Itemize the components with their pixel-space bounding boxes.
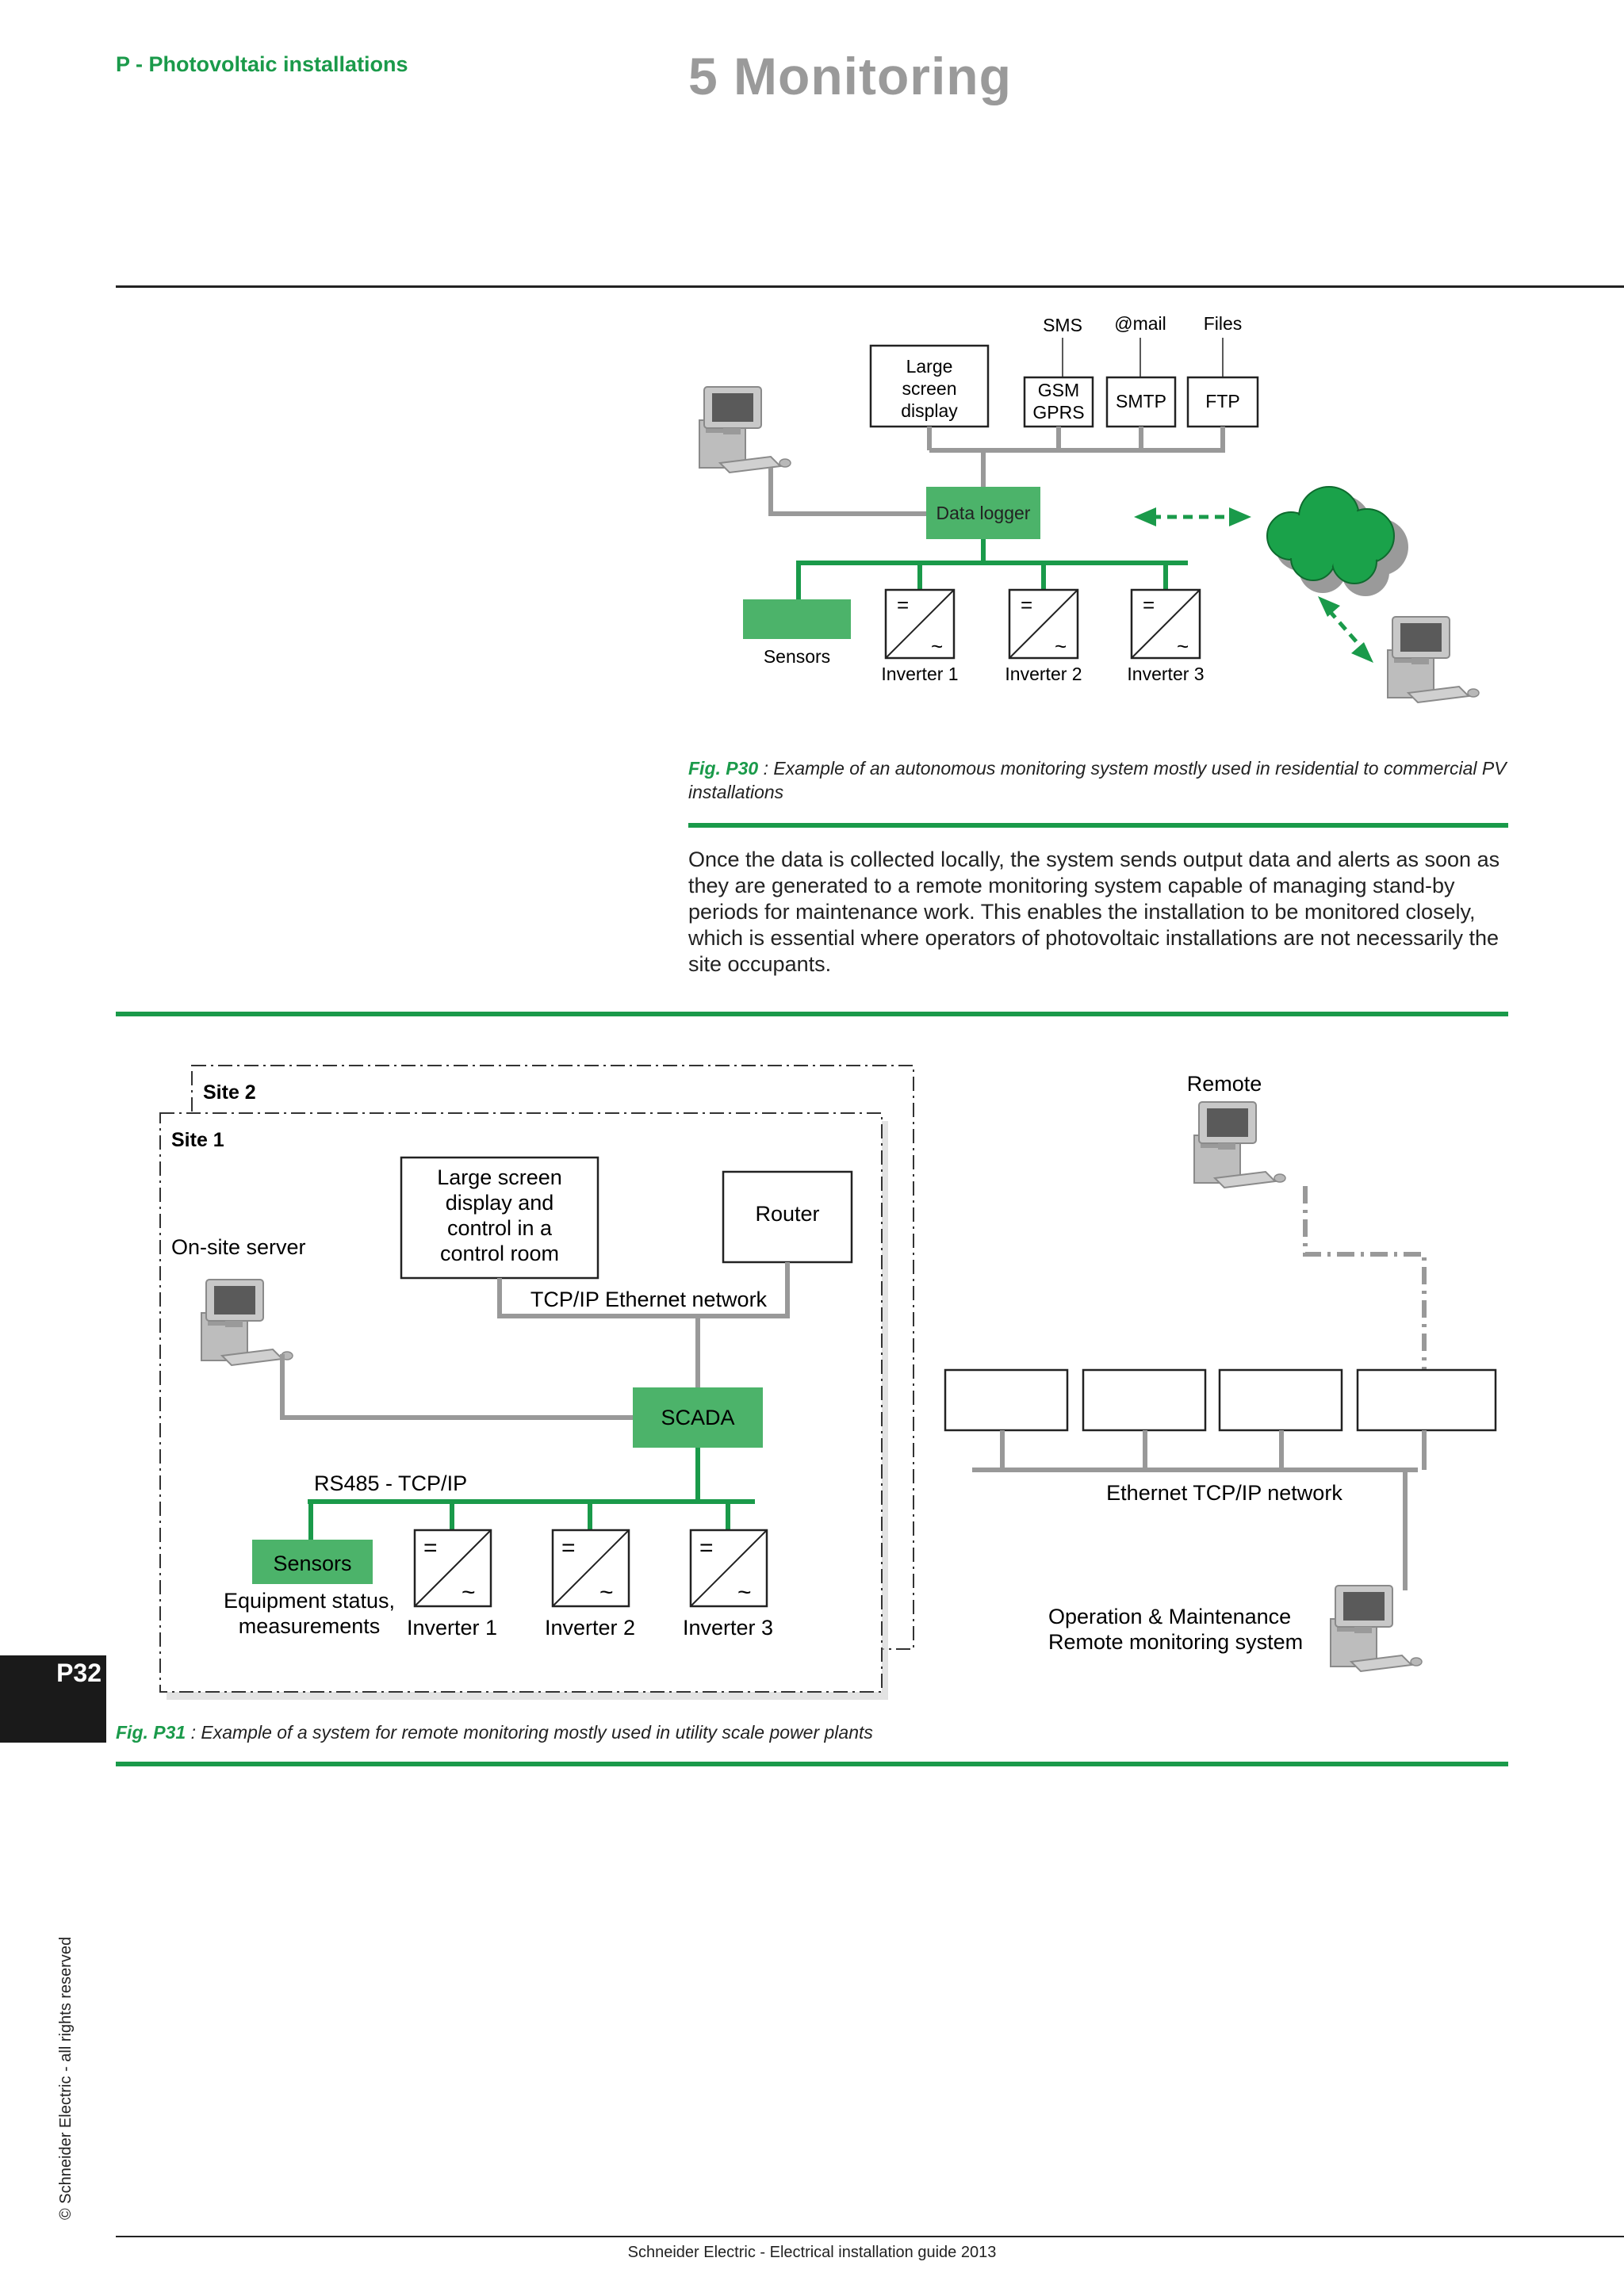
om-label-line2: Remote monitoring system xyxy=(1048,1630,1303,1654)
smtp-box xyxy=(1105,376,1177,428)
dashed-double-arrow-icon xyxy=(1134,507,1251,526)
inverter-icon: = ~ xyxy=(689,1529,768,1608)
equipment-status-label: Equipment status, xyxy=(224,1589,395,1613)
fig-p30-rule xyxy=(688,823,1508,828)
svg-text:GPRS: GPRS xyxy=(1032,402,1084,423)
inverter-1-label: Inverter 1 xyxy=(881,664,958,684)
svg-text:display: display xyxy=(901,400,958,421)
network-box-1 xyxy=(944,1368,1069,1432)
site2-frame xyxy=(191,1065,914,1650)
svg-text:Data logger: Data logger xyxy=(936,503,1031,523)
svg-text:SCADA: SCADA xyxy=(661,1406,734,1429)
om-label-line1: Operation & Maintenance xyxy=(1048,1605,1291,1628)
svg-text:=: = xyxy=(1021,593,1032,617)
svg-text:Sensors: Sensors xyxy=(273,1552,351,1575)
ftp-box xyxy=(1186,376,1259,428)
tcpip-label: TCP/IP Ethernet network xyxy=(530,1288,768,1311)
svg-text:control in a: control in a xyxy=(447,1216,553,1240)
inverter-3-label: Inverter 3 xyxy=(1127,664,1204,684)
ethernet-label: Ethernet TCP/IP network xyxy=(1106,1481,1342,1505)
svg-text:SMTP: SMTP xyxy=(1116,391,1166,411)
sensors-box xyxy=(743,599,851,639)
svg-text:~: ~ xyxy=(737,1579,752,1605)
fig-p30-caption: Fig. P30 : Example of an autonomous moni… xyxy=(688,756,1529,804)
svg-text:=: = xyxy=(897,593,909,617)
network-box-4 xyxy=(1356,1368,1497,1432)
page-number-tab: P32 xyxy=(0,1655,106,1743)
inverter-icon: = ~ xyxy=(1008,588,1079,660)
inverter-icon: = ~ xyxy=(1130,588,1201,660)
network-box-3 xyxy=(1218,1368,1343,1432)
inverter-1-label: Inverter 1 xyxy=(407,1616,497,1640)
sms-label: SMS xyxy=(1043,315,1082,335)
section-rule xyxy=(116,1012,1508,1016)
page-number: P32 xyxy=(56,1659,102,1687)
fig-p31-id: Fig. P31 xyxy=(116,1722,186,1743)
inverter-icon: = ~ xyxy=(413,1529,492,1608)
fig-p30-id: Fig. P30 xyxy=(688,758,759,779)
cloud-icon xyxy=(1266,486,1408,596)
fig-p31-text: : Example of a system for remote monitor… xyxy=(186,1722,873,1743)
footer-text: Schneider Electric - Electrical installa… xyxy=(627,2244,997,2261)
computer-icon xyxy=(1193,1101,1286,1188)
files-label: Files xyxy=(1204,313,1243,334)
page-title: 5 Monitoring xyxy=(688,47,1012,105)
mail-label: @mail xyxy=(1114,313,1166,334)
svg-text:=: = xyxy=(423,1535,438,1561)
svg-text:control room: control room xyxy=(440,1242,559,1265)
scada-box xyxy=(633,1387,763,1448)
svg-text:screen: screen xyxy=(902,378,956,399)
network-box-2 xyxy=(1082,1368,1207,1432)
svg-text:~: ~ xyxy=(1055,634,1067,658)
svg-text:~: ~ xyxy=(599,1579,614,1605)
site1-label: Site 1 xyxy=(171,1129,224,1151)
computer-icon xyxy=(1330,1585,1423,1672)
section-label: P - Photovoltaic installations xyxy=(116,52,408,76)
svg-text:=: = xyxy=(1143,593,1155,617)
svg-text:~: ~ xyxy=(931,634,943,658)
computer-icon xyxy=(699,386,791,473)
fig-p31-caption: Fig. P31 : Example of a system for remot… xyxy=(116,1720,1464,1744)
sensors-box xyxy=(252,1540,373,1584)
svg-text:FTP: FTP xyxy=(1205,391,1239,411)
fig-p30: SMS @mail Files Large screen display GSM… xyxy=(699,313,1480,703)
dashed-double-arrow-icon xyxy=(1318,596,1373,663)
router-box xyxy=(722,1170,853,1264)
inverter-2-label: Inverter 2 xyxy=(545,1616,635,1640)
inverter-icon: = ~ xyxy=(884,588,956,660)
svg-text:Large screen: Large screen xyxy=(437,1165,562,1189)
svg-text:display and: display and xyxy=(446,1191,554,1215)
large-screen-box xyxy=(400,1156,599,1280)
inverter-3-label: Inverter 3 xyxy=(683,1616,773,1640)
site2-label: Site 2 xyxy=(203,1081,256,1104)
svg-text:~: ~ xyxy=(1177,634,1189,658)
svg-text:~: ~ xyxy=(462,1579,476,1605)
fig-p31: Site 2 Site 1 Large screen display and c… xyxy=(159,1065,1497,1700)
fig-p30-text: : Example of an autonomous monitoring sy… xyxy=(688,758,1507,802)
computer-icon xyxy=(1387,616,1480,703)
svg-text:=: = xyxy=(699,1535,714,1561)
onsite-server-label: On-site server xyxy=(171,1235,306,1259)
top-divider xyxy=(116,285,1624,288)
sensors-label: Sensors xyxy=(764,646,830,667)
data-logger-box xyxy=(926,487,1040,539)
remote-label: Remote xyxy=(1187,1072,1262,1096)
fig-p31-rule xyxy=(116,1762,1508,1766)
svg-text:Large: Large xyxy=(906,356,953,377)
rs485-label: RS485 - TCP/IP xyxy=(314,1471,467,1495)
svg-text:Router: Router xyxy=(755,1202,819,1226)
gsm-box xyxy=(1023,376,1094,428)
inverter-icon: = ~ xyxy=(551,1529,630,1608)
copyright-notice: © Schneider Electric - all rights reserv… xyxy=(57,1936,75,2220)
inverter-2-label: Inverter 2 xyxy=(1005,664,1082,684)
footer-divider xyxy=(116,2236,1624,2237)
body-paragraph: Once the data is collected locally, the … xyxy=(688,848,1500,976)
measurements-label: measurements xyxy=(239,1614,381,1638)
svg-text:GSM: GSM xyxy=(1038,380,1079,400)
svg-text:=: = xyxy=(561,1535,576,1561)
